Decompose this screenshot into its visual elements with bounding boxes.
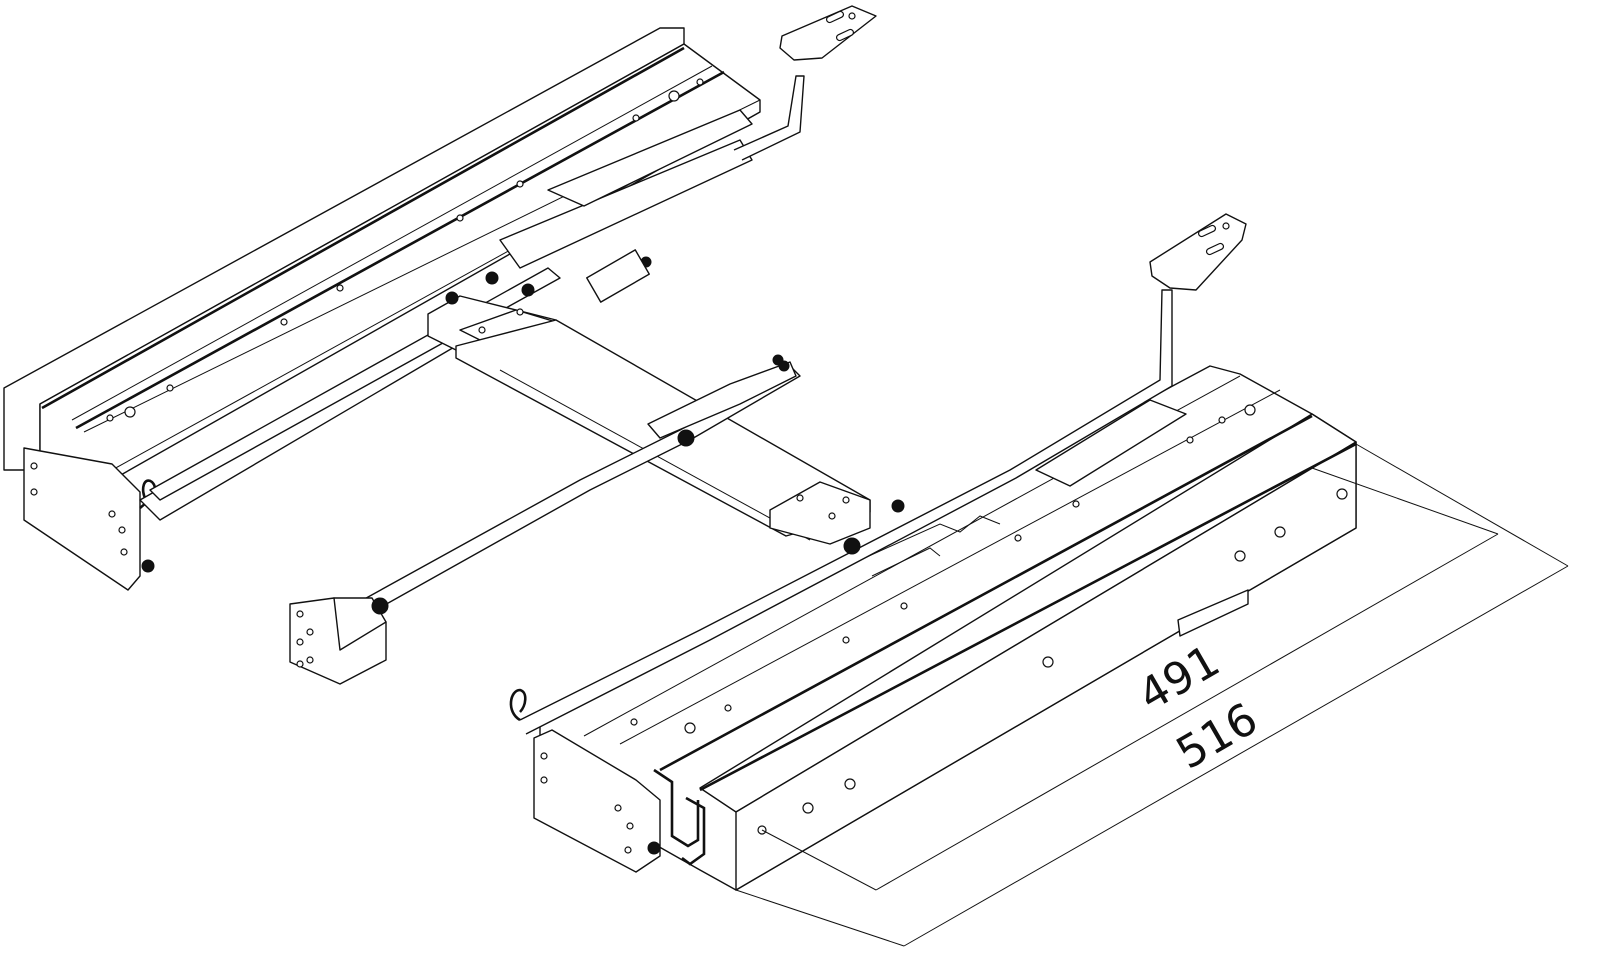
center-crossbar bbox=[289, 319, 871, 685]
left-runner-holes bbox=[106, 78, 704, 422]
right-front-bracket bbox=[533, 729, 661, 873]
right-runner bbox=[509, 213, 1357, 891]
dimension-line-516 bbox=[903, 565, 1569, 947]
left-runner bbox=[3, 5, 877, 591]
left-front-bracket bbox=[23, 447, 141, 591]
dimension-line-491 bbox=[875, 533, 1499, 891]
right-runner-holes bbox=[630, 404, 1348, 835]
right-mounting-plate bbox=[1149, 213, 1247, 291]
left-mounting-plate bbox=[779, 5, 877, 61]
